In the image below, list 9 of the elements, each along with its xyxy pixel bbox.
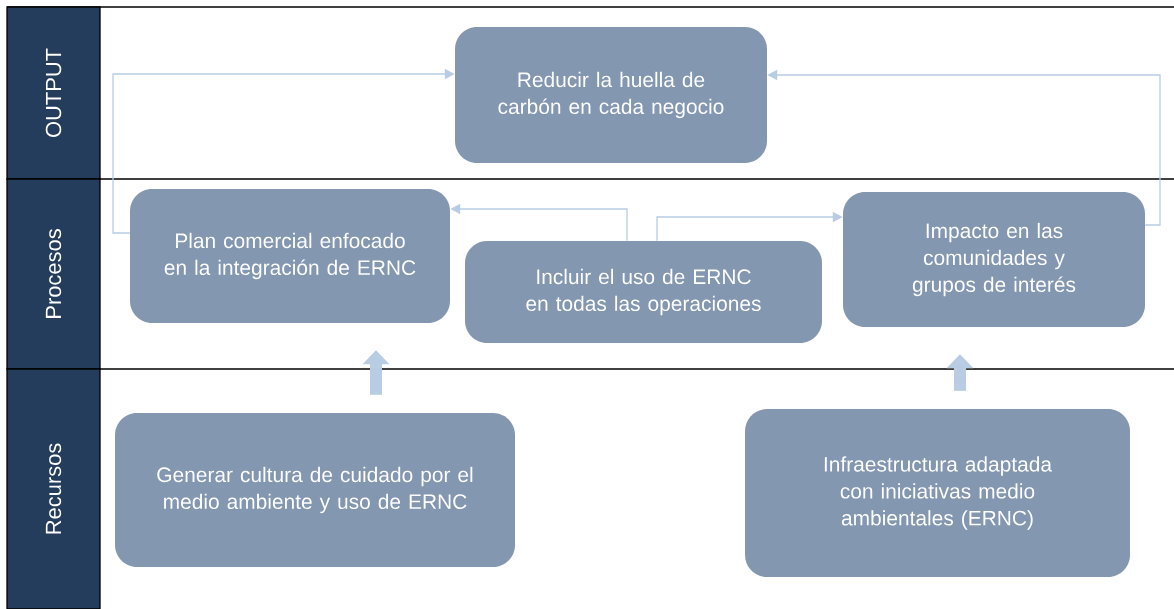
process-box: Impacto en las comunidades y grupos de interés — [843, 192, 1145, 327]
process-box: Plan comercial enfocado en la integración de ERNC — [130, 189, 450, 323]
lane-header: OUTPUT — [6, 6, 101, 180]
lane-header: Procesos — [6, 178, 101, 370]
process-box: Incluir el uso de ERNC en todas las operaciones — [465, 241, 822, 343]
process-box: Infraestructura adaptada con iniciativas medio ambientales (ERNC) — [745, 409, 1130, 577]
process-box: Generar cultura de cuidado por el medio ambiente y uso de ERNC — [115, 413, 515, 567]
process-box: Reducir la huella de carbón en cada negocio — [455, 27, 767, 163]
lane-header: Recursos — [6, 368, 101, 609]
